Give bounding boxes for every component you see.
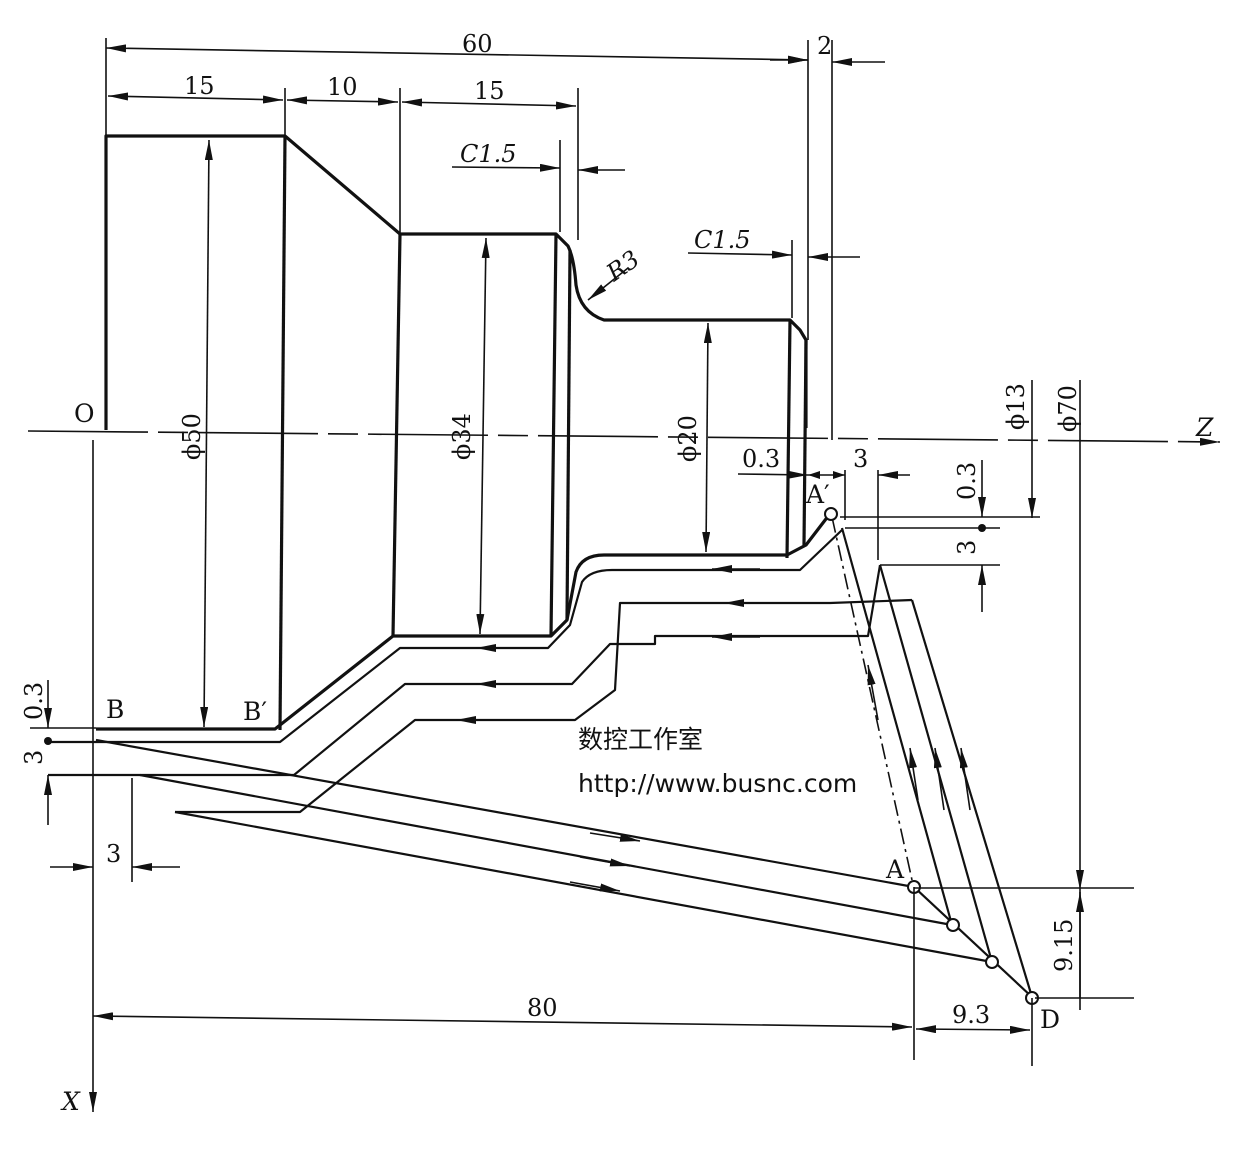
dim-3-bottom: 3 [106,840,121,868]
origin-label: O [74,399,95,428]
tool-paths [48,507,1039,1005]
point-d-label: D [1040,1005,1060,1034]
dim-9-3: 9.3 [952,1001,990,1029]
approach-line-2 [878,564,994,963]
node-a-prime [824,507,838,521]
feed-line-2 [139,773,953,927]
node-a2 [946,918,960,932]
node-a3 [985,955,999,969]
diag-ad [913,886,1033,998]
point-a-label: A [885,855,905,884]
end-line-58 [785,319,792,559]
groove-line-40 [549,233,558,637]
dim-10: 10 [327,73,358,101]
z-axis-label: Z [1195,413,1214,442]
dim-phi70: ϕ70 [1054,385,1082,432]
dash-dot-return [831,516,913,881]
dim-0-3-x-left: 0.3 [20,682,48,720]
groove-line-40b [565,249,572,621]
z-axis-centerline [27,430,1221,446]
approach-line-1 [840,527,954,926]
approach-line-3 [910,599,1034,998]
finish-allowance-path [48,529,843,744]
dim-15-b: 15 [474,77,505,105]
point-b-label: B [106,695,124,724]
dimension-lines [30,40,1134,1066]
dim-0-3-x-right: 0.3 [953,462,981,500]
part-outline [96,134,831,731]
dim-phi34: ϕ34 [448,413,476,460]
rough-pass-1 [48,564,882,777]
dim-r3: R3 [601,245,645,288]
dim-phi20: ϕ20 [674,415,702,462]
lower-profile-finish [96,514,831,731]
dim-60: 60 [462,30,493,58]
shoulder-line-25 [391,233,402,637]
dim-3-x-right: 3 [953,540,981,555]
feed-line-3 [174,810,993,964]
x-axis-label: X [60,1087,81,1116]
dim-phi50: ϕ50 [178,413,206,460]
dim-phi13: ϕ13 [1002,383,1030,430]
feed-line-1 [95,738,915,889]
watermark-title: 数控工作室 [578,725,703,754]
axes [27,38,1221,1112]
dim-0-3-z: 0.3 [742,445,780,473]
labels: O Z X B B′ A A′ D 60 2 15 10 15 C1.5 C1.… [20,30,1214,1116]
dim-80: 80 [527,994,558,1022]
dim-2: 2 [817,32,832,60]
watermark-url: http://www.busnc.com [578,769,857,798]
end-line-60 [802,339,808,546]
finished-profile [104,134,808,430]
shoulder-line-15 [278,135,287,731]
dim-c15-left: C1.5 [460,140,517,168]
dim-9-15: 9.15 [1050,919,1078,972]
dim-3-z: 3 [853,445,868,473]
point-b-prime-label: B′ [243,697,267,726]
dim-c15-right: C1.5 [694,226,751,254]
rough-pass-2 [175,598,913,814]
direction-arrows [456,565,971,892]
dim-15-a: 15 [184,72,215,100]
dim-3-x-left: 3 [20,750,48,765]
point-a-prime-label: A′ [805,480,830,509]
